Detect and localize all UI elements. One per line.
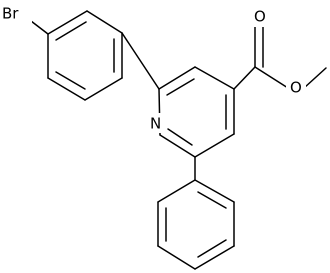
pyridine-ring xyxy=(158,66,235,158)
pyridine-bond-4 xyxy=(194,133,235,158)
bromine-label-background xyxy=(1,3,32,25)
pyridine-nitrogen-atom: N xyxy=(147,113,165,133)
ester-oxygen-label-background xyxy=(286,78,306,98)
phenyl-ring xyxy=(157,179,235,270)
phenyl-bond-3 xyxy=(194,245,235,270)
bromophenyl-bond-4 xyxy=(84,77,123,101)
pyridine-bond-2 xyxy=(194,66,235,90)
bond-carbonyl-ester-oxygen xyxy=(254,66,289,89)
bromine-label: Br xyxy=(2,5,19,23)
carbonyl-oxygen-atom: O xyxy=(252,7,270,27)
bromophenyl-bond-1 xyxy=(47,10,88,35)
nitrogen-label: N xyxy=(150,115,161,133)
bromophenyl-ring xyxy=(30,10,123,101)
bromophenyl-bond-2 xyxy=(86,10,123,34)
bromophenyl-bond-5 xyxy=(47,77,86,101)
pyridine-bond-5 xyxy=(159,134,196,158)
bromophenyl-inner-double-1 xyxy=(55,21,87,41)
nitrogen-label-background xyxy=(147,113,165,133)
methyl-ester-group xyxy=(233,26,327,90)
phenyl-inner-double-2 xyxy=(197,239,227,258)
bromine-atom: Br xyxy=(1,3,32,25)
carbonyl-oxygen-label: O xyxy=(254,8,266,26)
bromophenyl-inner-double-3 xyxy=(55,71,86,90)
pyridine-inner-double-1 xyxy=(166,78,195,96)
phenyl-inner-double-1 xyxy=(197,191,227,209)
bond-pyridine-carbonyl xyxy=(233,66,256,90)
phenyl-bond-6 xyxy=(157,179,196,203)
bond-bromophenyl-pyridine xyxy=(121,32,160,90)
carbonyl-oxygen-label-background xyxy=(252,7,270,27)
phenyl-bond-4 xyxy=(157,245,196,270)
ester-oxygen-atom: O xyxy=(286,78,306,98)
phenyl-bond-1 xyxy=(194,179,235,203)
bond-ester-oxygen-methyl xyxy=(303,67,327,89)
pyridine-inner-double-3 xyxy=(167,128,193,146)
pyridine-bond-1 xyxy=(158,66,196,90)
ester-oxygen-label: O xyxy=(290,79,302,97)
bond-br-c xyxy=(30,20,49,35)
